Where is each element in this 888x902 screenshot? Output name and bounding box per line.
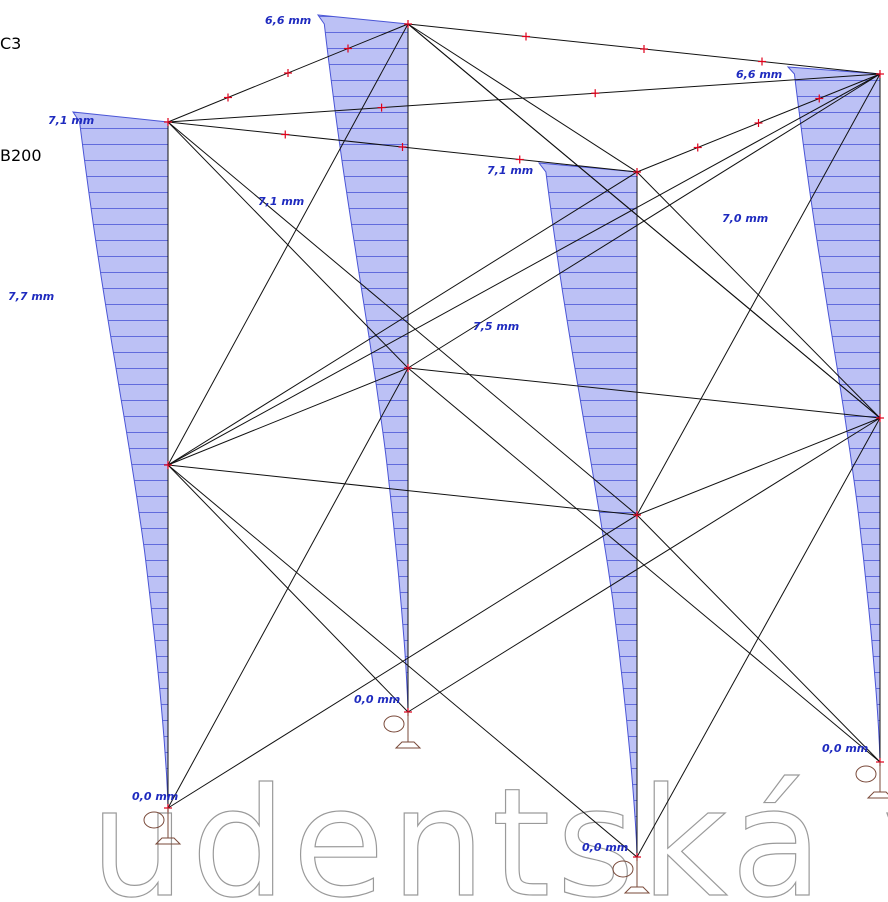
member-line bbox=[167, 23, 409, 466]
col-front-left-mid-label: 7,7 mm bbox=[8, 290, 54, 303]
node-cross bbox=[344, 44, 352, 53]
support-hinge bbox=[143, 811, 165, 829]
node-cross bbox=[758, 57, 766, 66]
node-cross bbox=[754, 119, 763, 127]
node-marks bbox=[164, 20, 884, 861]
member-line bbox=[167, 464, 638, 516]
supports bbox=[143, 712, 888, 894]
member-line bbox=[407, 23, 881, 419]
member-line bbox=[407, 367, 881, 419]
node-cross bbox=[591, 89, 600, 98]
member-line bbox=[167, 171, 638, 466]
member-line bbox=[636, 73, 881, 516]
col-back-left-base-label: 0,0 mm bbox=[354, 693, 400, 706]
support-base bbox=[866, 791, 888, 799]
member-line bbox=[167, 514, 638, 809]
node-cross bbox=[404, 364, 412, 372]
support-symbol bbox=[612, 857, 651, 894]
member-line bbox=[636, 417, 881, 516]
member-line bbox=[167, 367, 409, 466]
node-cross bbox=[640, 45, 648, 53]
node-cross bbox=[633, 511, 641, 519]
node-cross bbox=[398, 143, 407, 151]
support-base bbox=[394, 741, 422, 749]
support-symbol bbox=[143, 808, 182, 845]
node-cross bbox=[876, 414, 884, 422]
col-back-right-base-label: 0,0 mm bbox=[822, 742, 868, 755]
node-cross bbox=[633, 168, 641, 176]
node-cross bbox=[404, 20, 412, 28]
support-base bbox=[623, 886, 651, 894]
col-back-right-top-label: 6,6 mm bbox=[736, 68, 782, 81]
col-front-right-mid-label: 7,5 mm bbox=[473, 320, 519, 333]
diagram-back-right bbox=[786, 66, 881, 763]
diagram-front-right bbox=[537, 162, 638, 858]
profile-label: B200 bbox=[0, 146, 42, 165]
member-line bbox=[407, 417, 881, 713]
case-label: C3 bbox=[0, 34, 22, 53]
col-back-left-mid-label: 7,1 mm bbox=[258, 195, 304, 208]
diagram-back-left bbox=[316, 14, 409, 713]
node-cross bbox=[164, 461, 172, 469]
node-cross bbox=[515, 155, 524, 164]
col-front-right-top-label: 7,1 mm bbox=[487, 164, 533, 177]
member-line bbox=[636, 417, 881, 858]
member-line bbox=[167, 367, 409, 809]
support-hinge bbox=[612, 860, 634, 878]
col-front-right-base-label: 0,0 mm bbox=[582, 841, 628, 854]
node-cross bbox=[876, 70, 884, 78]
support-symbol bbox=[855, 762, 888, 799]
col-front-left-top-label: 7,1 mm bbox=[48, 114, 94, 127]
support-hinge bbox=[383, 715, 405, 733]
member-line bbox=[167, 73, 881, 466]
value-labels: 7,1 mm 7,7 mm 0,0 mm 6,6 mm 7,1 mm 0,0 m… bbox=[8, 14, 868, 854]
node-cross bbox=[522, 32, 530, 41]
frame-members bbox=[167, 23, 881, 858]
member-line bbox=[167, 73, 881, 123]
col-back-left-top-label: 6,6 mm bbox=[265, 14, 311, 27]
node-cross bbox=[815, 94, 824, 103]
watermark-text: udentská ve bbox=[90, 757, 888, 902]
support-base bbox=[154, 837, 182, 845]
node-cross bbox=[693, 143, 702, 152]
support-symbol bbox=[383, 712, 422, 749]
node-cross bbox=[164, 118, 172, 126]
displacement-diagrams bbox=[71, 14, 881, 858]
node-cross bbox=[377, 103, 386, 112]
member-line bbox=[407, 23, 638, 173]
col-front-left-base-label: 0,0 mm bbox=[132, 790, 178, 803]
diagram-front-left bbox=[71, 111, 169, 809]
node-cross bbox=[281, 130, 290, 139]
node-cross bbox=[224, 93, 232, 102]
support-hinge bbox=[855, 765, 877, 783]
node-cross bbox=[284, 69, 292, 77]
col-back-right-mid-label: 7,0 mm bbox=[722, 212, 768, 225]
